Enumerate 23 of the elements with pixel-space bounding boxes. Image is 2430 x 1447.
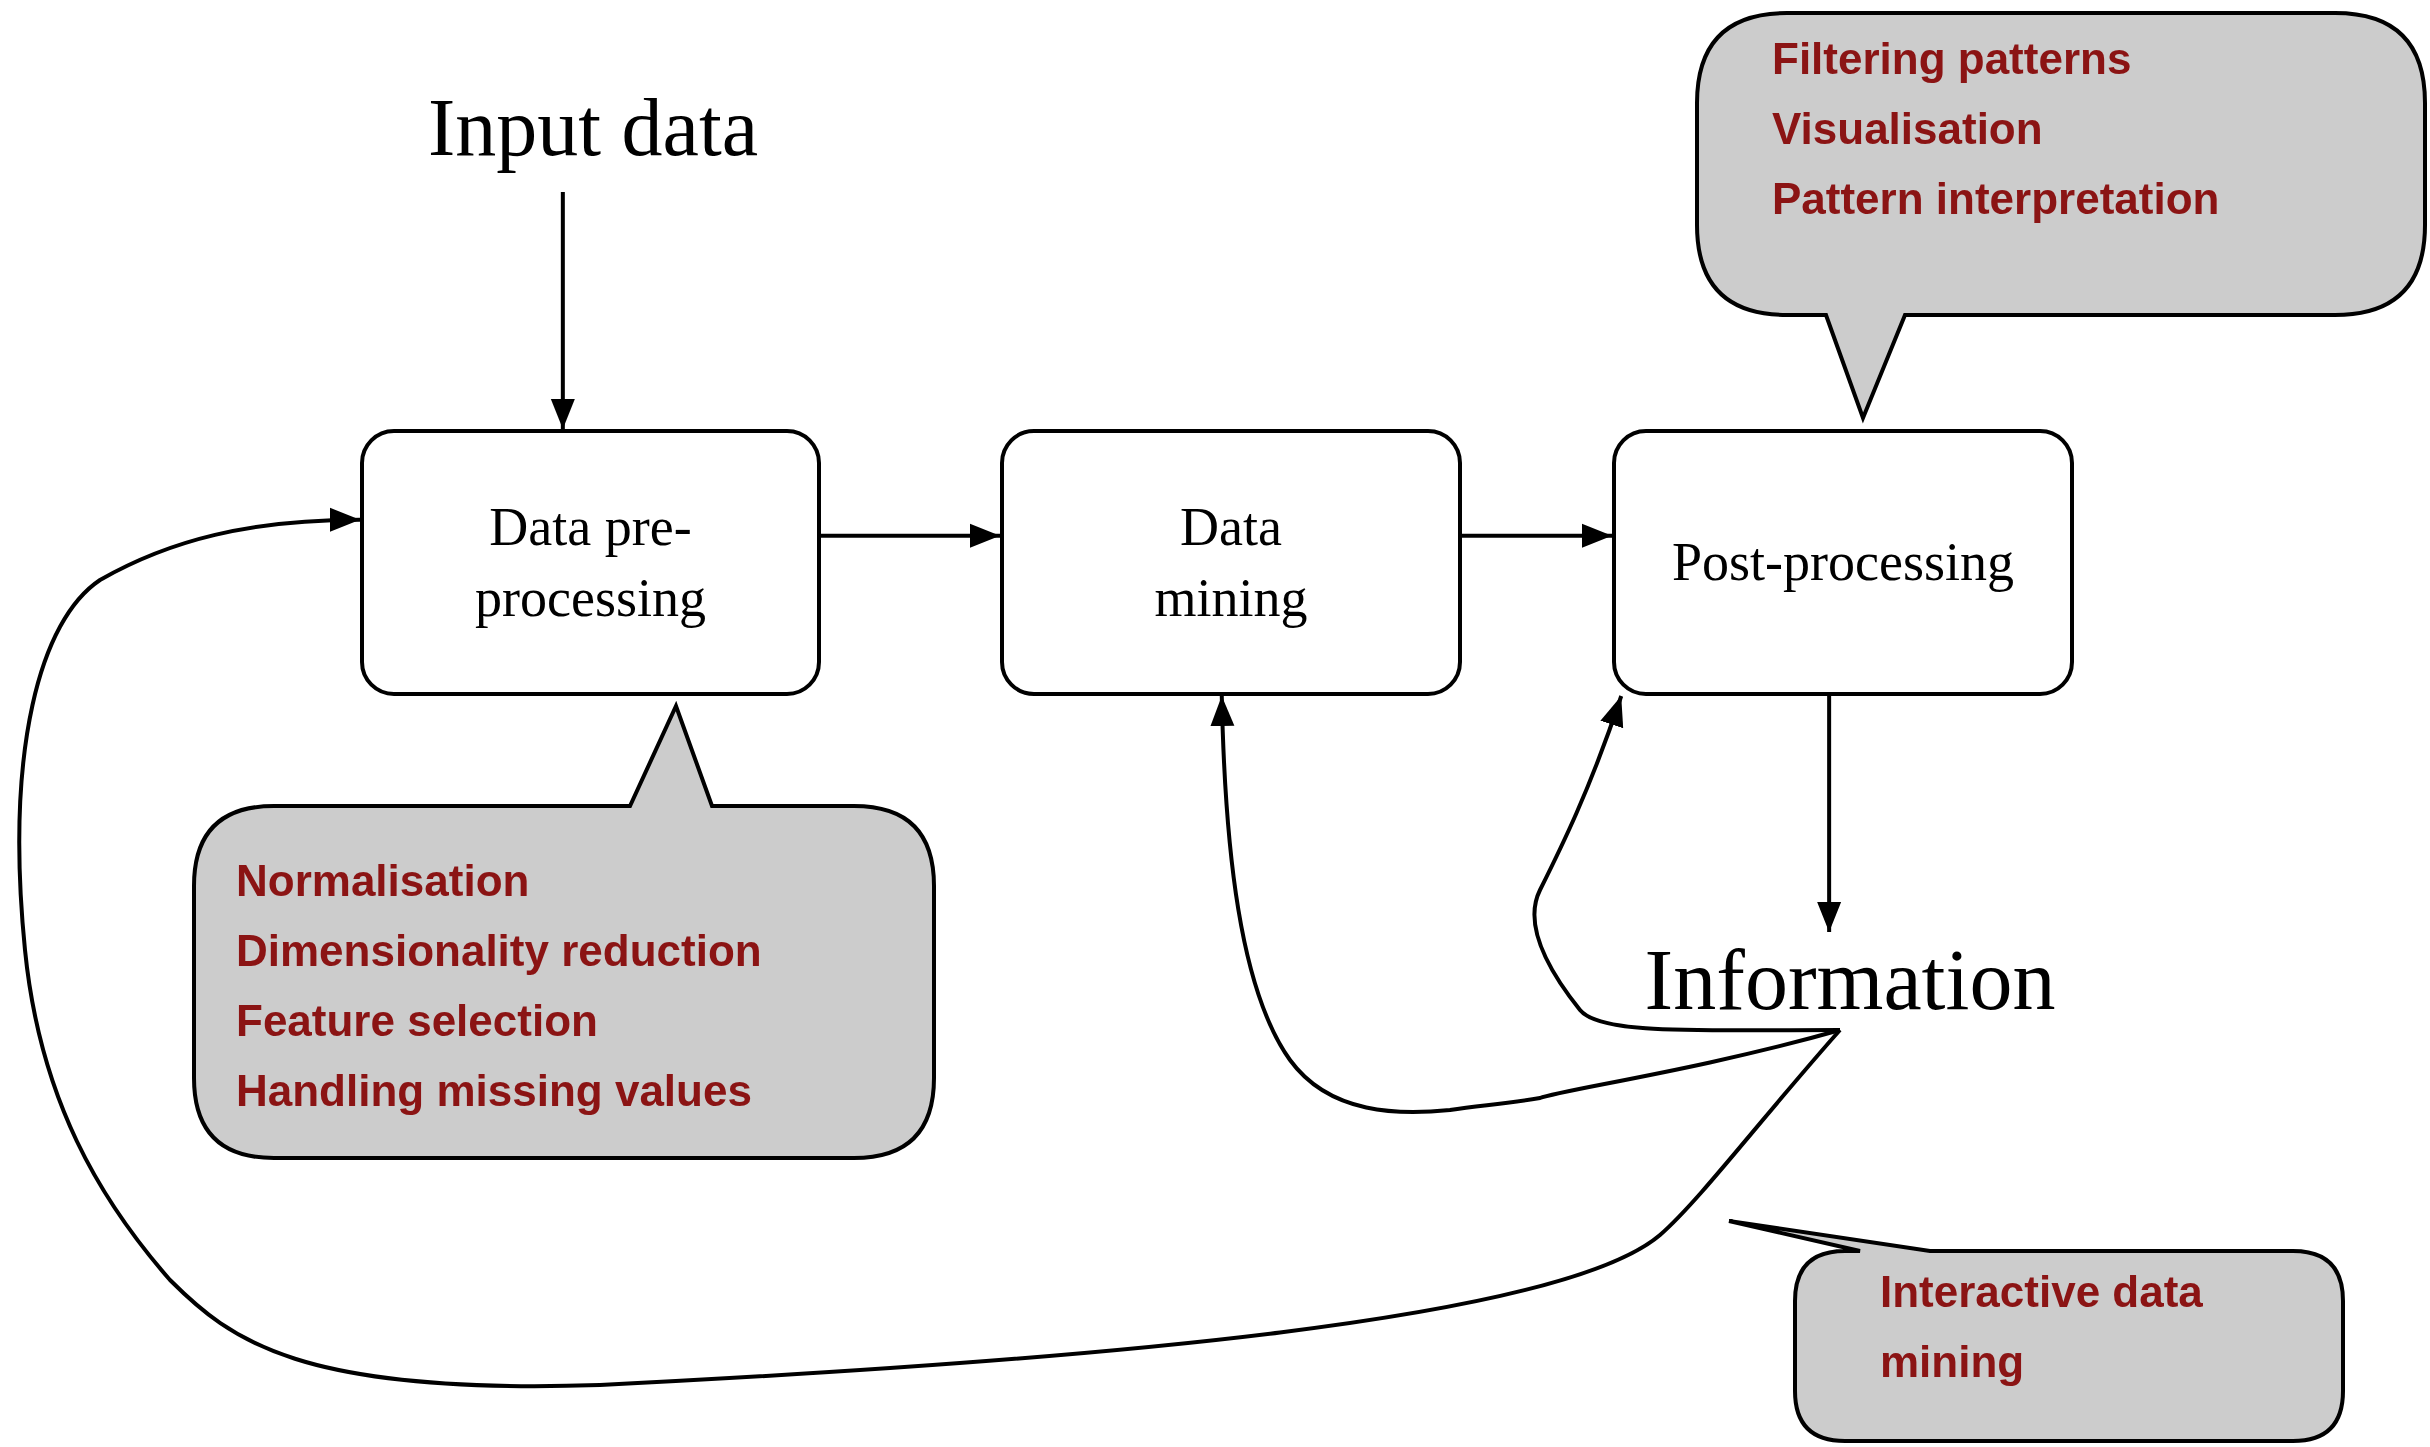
- callout-text: Feature selection: [236, 995, 599, 1047]
- flow-label: Information: [1644, 931, 2056, 1031]
- arrow: [1210, 695, 1841, 1114]
- callout-text: Normalisation: [236, 855, 531, 907]
- callout-text: Interactive data mining: [1880, 1266, 2204, 1388]
- box-label: Data pre-processing: [474, 496, 707, 630]
- process-box: [1612, 429, 2074, 696]
- callout-text: Visualisation: [1772, 103, 2044, 155]
- callout-text: Pattern interpretation: [1772, 173, 2220, 225]
- process-box: [360, 429, 821, 696]
- callout-text: Dimensionality reduction: [236, 925, 762, 977]
- process-box: [1000, 429, 1462, 696]
- box-label: Post-processing: [1672, 531, 2014, 595]
- arrow: [1817, 696, 1842, 932]
- arrow: [550, 192, 575, 429]
- callout-text: Filtering patterns: [1772, 33, 2133, 85]
- arrow: [1462, 523, 1612, 548]
- arrow: [17, 508, 1842, 1388]
- arrow: [1532, 695, 1840, 1033]
- arrow: [821, 523, 1000, 548]
- box-label: Data mining: [1153, 496, 1309, 630]
- flow-label: Input data: [427, 80, 759, 175]
- callout-text: Handling missing values: [236, 1065, 753, 1117]
